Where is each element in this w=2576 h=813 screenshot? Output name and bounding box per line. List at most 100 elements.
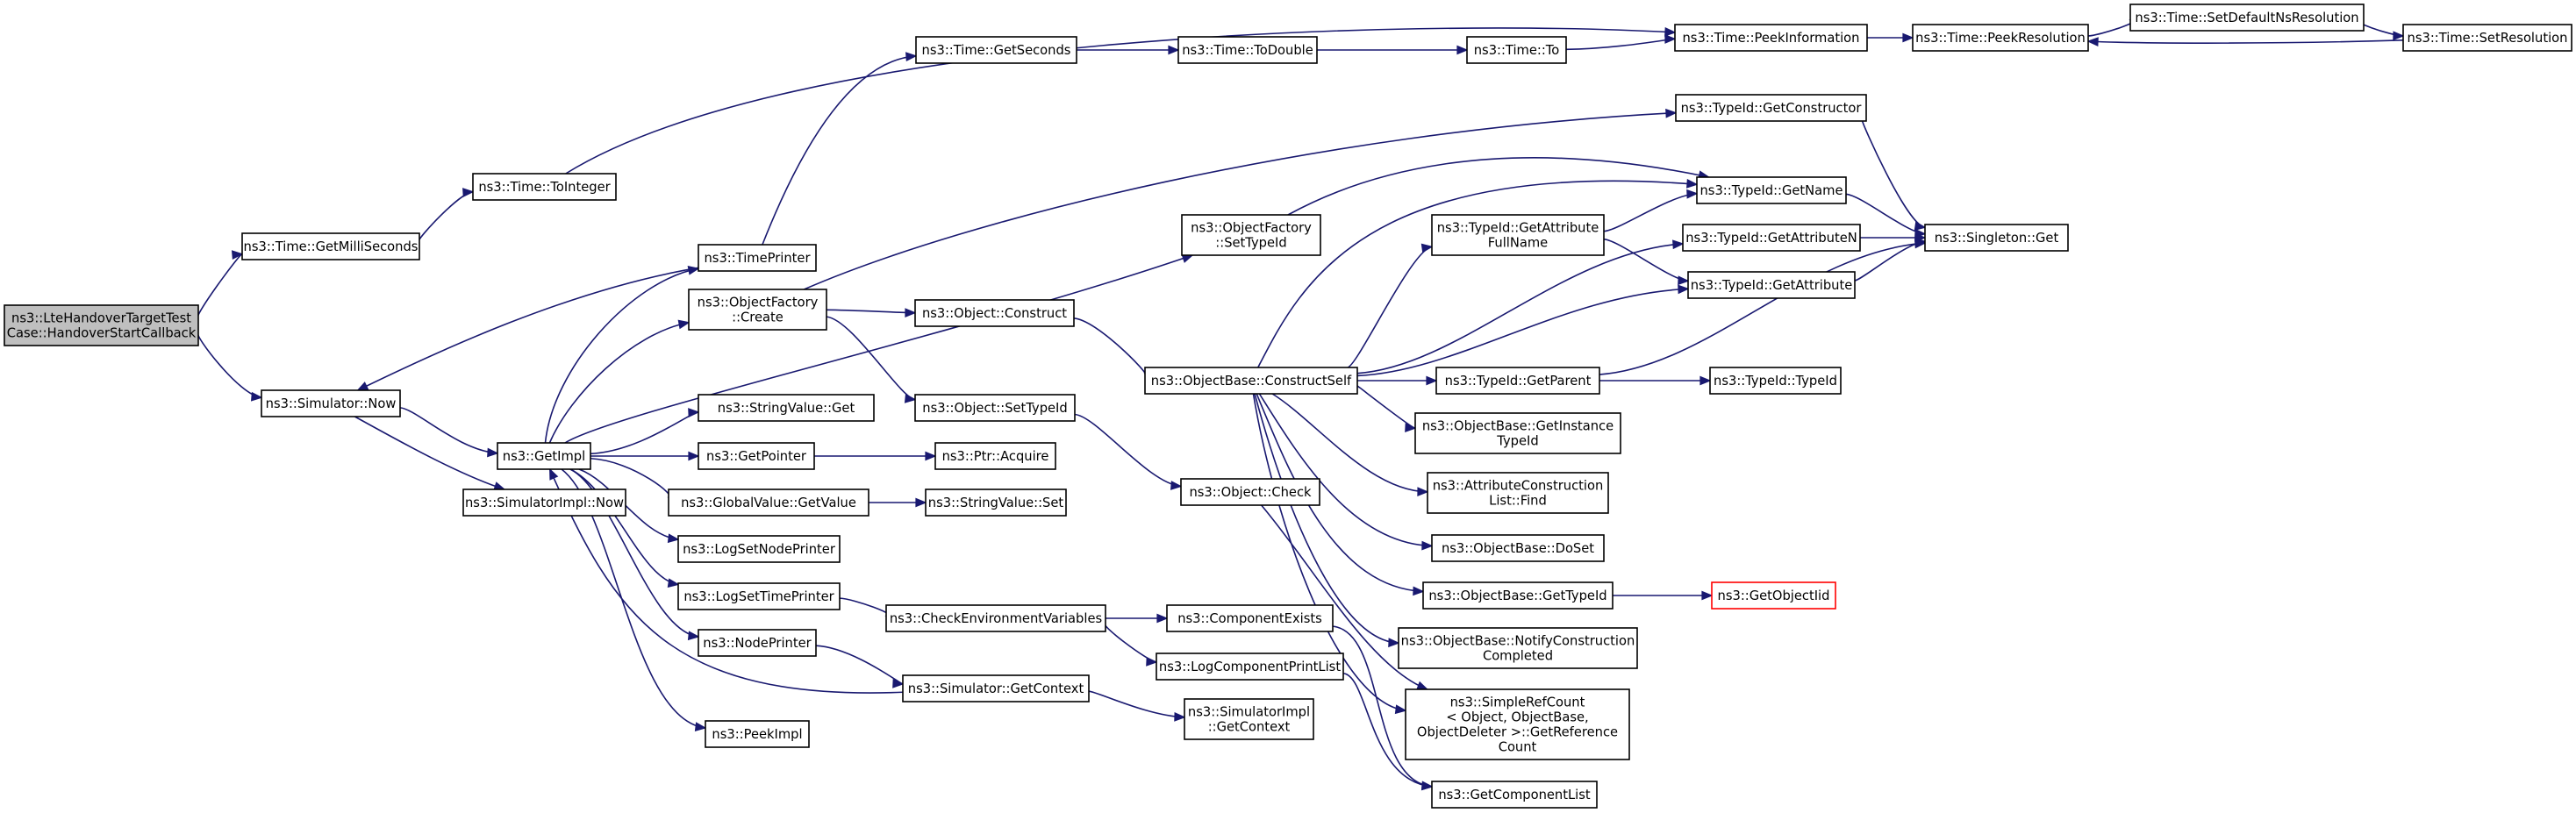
node-box [915, 36, 1077, 64]
node-peekimpl[interactable]: ns3::PeekImpl [705, 720, 810, 748]
node-timeto[interactable]: ns3::Time::To [1466, 36, 1567, 64]
node-box [1696, 176, 1847, 204]
node-obnotify[interactable]: ns3::ObjectBase::NotifyConstructionCompl… [1398, 627, 1638, 669]
node-logcompprint[interactable]: ns3::LogComponentPrintList [1156, 653, 1344, 681]
node-label: ns3::ObjectBase::ConstructSelf [1151, 374, 1352, 389]
node-getpointer[interactable]: ns3::GetPointer [698, 442, 815, 470]
arrowhead [231, 250, 244, 260]
arrowhead [1168, 45, 1180, 55]
node-tidgetattr[interactable]: ns3::TypeId::GetAttribute [1687, 271, 1856, 299]
node-box [668, 489, 869, 517]
node-label: ns3::GetPointer [706, 449, 807, 464]
node-getseconds[interactable]: ns3::Time::GetSeconds [915, 36, 1077, 64]
node-objsettypeid[interactable]: ns3::Object::SetTypeId [914, 394, 1076, 422]
edge-timeprinter-to-now [357, 267, 699, 391]
node-todouble[interactable]: ns3::Time::ToDouble [1177, 36, 1318, 64]
node-getimpl[interactable]: ns3::GetImpl [497, 442, 591, 470]
edge-root-to-getmilli [197, 253, 243, 318]
node-tointeger[interactable]: ns3::Time::ToInteger [472, 173, 617, 201]
node-simplerefcount[interactable]: ns3::SimpleRefCount< Object, ObjectBase,… [1405, 688, 1630, 760]
node-label: ns3::StringValue::Get [718, 401, 855, 416]
edge-obconstructself-to-tidgetattrfull [1347, 246, 1433, 368]
node-label: ns3::TypeId::GetAttributeN [1685, 231, 1857, 246]
node-label: ns3::Time::GetMilliSeconds [244, 239, 419, 254]
node-setres[interactable]: ns3::Time::SetResolution [2402, 24, 2572, 52]
node-compexists[interactable]: ns3::ComponentExists [1166, 604, 1334, 632]
node-label: ns3::ObjectBase::GetInstance [1422, 419, 1614, 434]
node-stringset[interactable]: ns3::StringValue::Set [925, 489, 1067, 517]
node-box [934, 442, 1056, 470]
node-root[interactable]: ns3::LteHandoverTargetTestCase::Handover… [4, 304, 199, 346]
node-now[interactable]: ns3::Simulator::Now [261, 389, 401, 417]
node-setdefault[interactable]: ns3::Time::SetDefaultNsResolution [2129, 4, 2365, 32]
node-label: ns3::GlobalValue::GetValue [681, 496, 856, 510]
node-objcheck[interactable]: ns3::Object::Check [1180, 478, 1320, 506]
node-stringget[interactable]: ns3::StringValue::Get [698, 394, 875, 422]
node-simgetcontext[interactable]: ns3::Simulator::GetContext [902, 674, 1090, 702]
node-label: ns3::GetObjectIid [1718, 588, 1830, 603]
arrowhead [549, 467, 559, 481]
arrowhead [1701, 590, 1714, 601]
node-getmilli[interactable]: ns3::Time::GetMilliSeconds [241, 232, 420, 260]
node-box [1177, 36, 1318, 64]
arrowhead [250, 391, 263, 402]
node-obdoset[interactable]: ns3::ObjectBase::DoSet [1431, 534, 1605, 562]
node-checkenv[interactable]: ns3::CheckEnvironmentVariables [885, 604, 1106, 632]
node-ofsettypeid[interactable]: ns3::ObjectFactory::SetTypeId [1181, 214, 1321, 256]
node-ptracquire[interactable]: ns3::Ptr::Acquire [934, 442, 1056, 470]
node-label: ns3::GetImpl [503, 449, 585, 464]
node-label: ns3::Time::SetResolution [2408, 31, 2568, 46]
node-gvgetvalue[interactable]: ns3::GlobalValue::GetValue [668, 489, 869, 517]
edge-ofsettypeid-to-tidgetname [1287, 157, 1709, 216]
arrowhead [1672, 239, 1685, 250]
node-box [4, 304, 199, 346]
node-ofcreate[interactable]: ns3::ObjectFactory::Create [688, 289, 827, 331]
node-label: List::Find [1489, 494, 1547, 509]
node-singletonget[interactable]: ns3::Singleton::Get [1924, 224, 2069, 252]
node-box [462, 489, 626, 517]
edge-root-to-now [197, 332, 262, 399]
node-getcomplist[interactable]: ns3::GetComponentList [1431, 781, 1598, 809]
node-peekres[interactable]: ns3::Time::PeekResolution [1912, 24, 2089, 52]
node-label: Case::HandoverStartCallback [7, 326, 197, 341]
node-simimplgetcontext[interactable]: ns3::SimulatorImpl::GetContext [1184, 698, 1314, 740]
node-label: ns3::Time::PeekInformation [1683, 31, 1860, 46]
node-box [698, 244, 817, 272]
node-tidtypeid[interactable]: ns3::TypeId::TypeId [1709, 367, 1842, 395]
node-label: ns3::ObjectBase::NotifyConstruction [1401, 634, 1635, 649]
node-logsettime[interactable]: ns3::LogSetTimePrinter [677, 582, 841, 610]
arrowhead [904, 394, 917, 403]
node-box [1184, 698, 1314, 740]
arrowhead [694, 722, 707, 731]
node-label: ns3::TypeId::GetAttribute [1691, 278, 1853, 293]
node-simimplnow[interactable]: ns3::SimulatorImpl::Now [462, 489, 626, 517]
node-obconstructself[interactable]: ns3::ObjectBase::ConstructSelf [1144, 367, 1358, 395]
node-label: ::SetTypeId [1215, 236, 1286, 251]
node-tidgetattrn[interactable]: ns3::TypeId::GetAttributeN [1682, 224, 1861, 252]
node-tidgetname[interactable]: ns3::TypeId::GetName [1696, 176, 1847, 204]
edge-obconstructself-to-acfind [1271, 393, 1428, 493]
edge-tidgetattr-to-singletonget [1854, 240, 1926, 282]
node-box [698, 394, 875, 422]
arrowhead [1170, 481, 1183, 490]
node-box [1166, 604, 1334, 632]
node-getobjectiid[interactable]: ns3::GetObjectIid [1711, 581, 1836, 610]
node-timeprinter[interactable]: ns3::TimePrinter [698, 244, 817, 272]
node-tidgetparent[interactable]: ns3::TypeId::GetParent [1435, 367, 1600, 395]
node-nodeprinter[interactable]: ns3::NodePrinter [698, 629, 817, 657]
node-peekinfo[interactable]: ns3::Time::PeekInformation [1674, 24, 1868, 52]
node-obgettypeid[interactable]: ns3::ObjectBase::GetTypeId [1422, 581, 1614, 610]
node-objconstruct[interactable]: ns3::Object::Construct [914, 299, 1075, 327]
node-label: ns3::Object::SetTypeId [922, 401, 1067, 416]
node-label: ns3::LogSetTimePrinter [683, 589, 834, 604]
node-logsetnode[interactable]: ns3::LogSetNodePrinter [677, 535, 841, 563]
edge-checkenv-to-logcompprint [1104, 623, 1157, 663]
node-layer: ns3::LteHandoverTargetTestCase::Handover… [4, 4, 2572, 809]
arrowhead [1146, 657, 1158, 667]
node-tidgetconstructor[interactable]: ns3::TypeId::GetConstructor [1675, 94, 1867, 122]
node-box [1687, 271, 1856, 299]
arrowhead [1699, 375, 1712, 386]
